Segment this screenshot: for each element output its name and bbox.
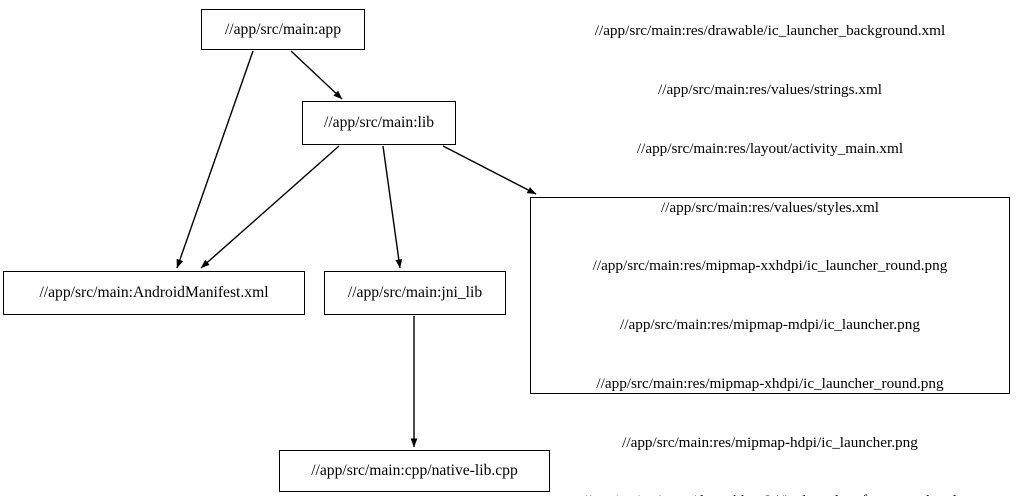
resource-line: //app/src/main:res/drawable/ic_launcher_… <box>594 22 946 40</box>
resource-line: //app/src/main:res/mipmap-xxhdpi/ic_laun… <box>592 257 948 275</box>
edge-lib-to-jni-lib <box>382 145 403 269</box>
node-resources-group-lines: //app/src/main:res/drawable/ic_launcher_… <box>583 0 957 496</box>
resource-line: //app/src/main:res/layout/activity_main.… <box>636 139 904 157</box>
resource-line: //app/src/main:res/mipmap-mdpi/ic_launch… <box>620 316 920 334</box>
edge-app-to-manifest <box>176 50 254 269</box>
node-jni-lib-label: //app/src/main:jni_lib <box>347 284 483 302</box>
node-android-manifest[interactable]: //app/src/main:AndroidManifest.xml <box>3 271 305 315</box>
node-app-label: //app/src/main:app <box>224 20 342 38</box>
node-native-lib-cpp[interactable]: //app/src/main:cpp/native-lib.cpp <box>279 450 550 492</box>
node-resources-group[interactable]: //app/src/main:res/drawable/ic_launcher_… <box>530 22 1010 496</box>
resource-line: //app/src/main:res/mipmap-xhdpi/ic_launc… <box>596 374 944 392</box>
resource-line: //app/src/main:res/values/strings.xml <box>658 80 882 98</box>
node-app[interactable]: //app/src/main:app <box>201 9 365 50</box>
resource-line: //app/src/main:res/values/styles.xml <box>660 198 880 216</box>
edge-app-to-lib <box>290 50 343 100</box>
node-android-manifest-label: //app/src/main:AndroidManifest.xml <box>39 284 269 302</box>
edge-lib-to-manifest <box>200 145 340 269</box>
node-jni-lib[interactable]: //app/src/main:jni_lib <box>324 271 506 315</box>
resource-line: //app/src/main:res/drawable-v24/ic_launc… <box>583 491 957 496</box>
node-native-lib-cpp-label: //app/src/main:cpp/native-lib.cpp <box>311 462 518 480</box>
node-lib-label: //app/src/main:lib <box>323 114 434 132</box>
edge-lib-to-resources <box>442 145 537 195</box>
node-lib[interactable]: //app/src/main:lib <box>302 101 456 145</box>
resource-line: //app/src/main:res/mipmap-hdpi/ic_launch… <box>622 433 918 451</box>
